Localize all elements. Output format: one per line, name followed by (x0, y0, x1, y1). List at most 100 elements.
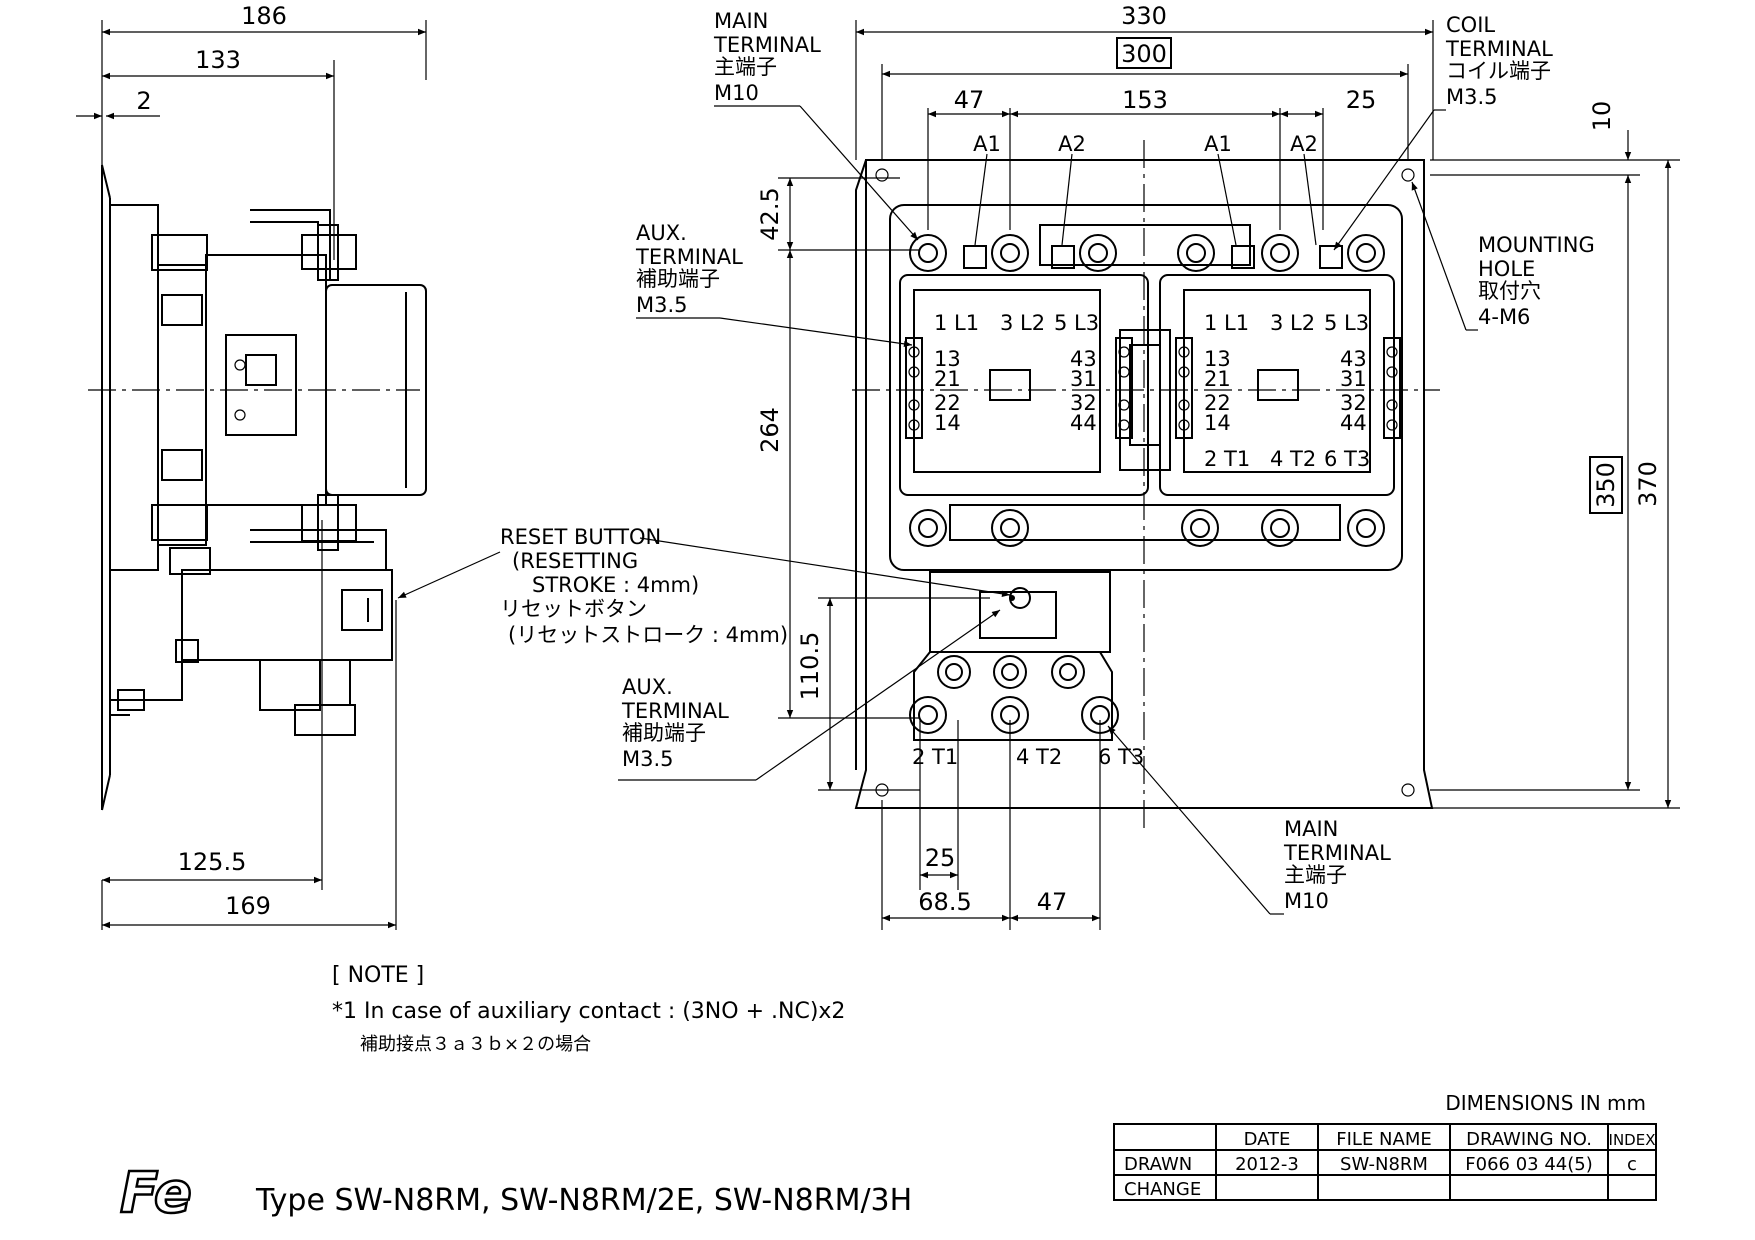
svg-text:MAIN: MAIN (714, 9, 768, 33)
mark-l3: 5 L3 (1324, 311, 1369, 335)
mark-t2: 4 T2 (1016, 745, 1062, 769)
logo-text: Fe (120, 1161, 192, 1226)
fuji-logo: Fe (119, 1160, 193, 1228)
mark-aux-21: 21 (934, 367, 961, 391)
mounting-hole (1401, 783, 1415, 797)
header-file-name: FILE NAME (1336, 1129, 1431, 1150)
label-a2: A2 (1058, 132, 1086, 156)
mark-aux-32: 32 (1070, 391, 1097, 415)
svg-text:TERMINAL: TERMINAL (713, 33, 821, 57)
dim-front-350: 350 (1592, 462, 1620, 508)
row-drawn-date: 2012-3 (1235, 1154, 1299, 1175)
svg-text:HOLE: HOLE (1478, 257, 1535, 281)
dim-front-110-5: 110.5 (796, 632, 824, 701)
dim-front-153: 153 (1122, 86, 1168, 114)
svg-text:M3.5: M3.5 (1446, 85, 1498, 109)
mark-l1: 1 L1 (1204, 311, 1249, 335)
row-drawn-index: c (1627, 1154, 1637, 1175)
dim-front-264: 264 (756, 407, 784, 453)
svg-text:(リセットストローク : 4mm): (リセットストローク : 4mm) (508, 623, 788, 647)
mark-aux-13: 13 (1204, 347, 1231, 371)
header-date: DATE (1244, 1129, 1291, 1150)
svg-text:TERMINAL: TERMINAL (1445, 37, 1553, 61)
row-drawn-drawing-no: F066 03 44(5) (1465, 1154, 1592, 1175)
dim-front-68-5: 68.5 (918, 888, 971, 916)
mark-aux-22: 22 (1204, 391, 1231, 415)
aux-terminal-strips (905, 337, 1401, 439)
front-view: 330 300 47 153 25 10 350 370 42.5 264 11… (756, 2, 1680, 930)
callout-reset-button: RESET BUTTON (RESETTING STROKE : 4mm) リセ… (397, 525, 1011, 647)
mark-aux-14: 14 (934, 411, 961, 435)
header-index: INDEX (1609, 1131, 1656, 1149)
svg-text:主端子: 主端子 (1284, 863, 1347, 887)
dim-front-300-box (1116, 37, 1172, 69)
svg-text:コイル端子: コイル端子 (1446, 59, 1551, 83)
mark-l3: 5 L3 (1054, 311, 1099, 335)
mark-l1: 1 L1 (934, 311, 979, 335)
row-drawn-file-name: SW-N8RM (1340, 1154, 1428, 1175)
mounting-hole (1401, 168, 1415, 182)
svg-text:MOUNTING: MOUNTING (1478, 233, 1595, 257)
mark-l2: 3 L2 (1270, 311, 1315, 335)
product-type: Type SW-N8RM, SW-N8RM/2E, SW-N8RM/3H (255, 1183, 912, 1218)
svg-text:(RESETTING: (RESETTING (512, 549, 638, 573)
dim-front-42-5: 42.5 (756, 187, 784, 240)
svg-text:4-M6: 4-M6 (1478, 305, 1530, 329)
callout-aux-terminal-bottom: AUX. TERMINAL 補助端子 M3.5 (618, 609, 1001, 781)
mounting-hole (875, 168, 889, 182)
svg-text:M3.5: M3.5 (636, 293, 688, 317)
dim-front-370: 370 (1634, 461, 1662, 507)
dim-front-300: 300 (1121, 40, 1167, 68)
label-a1: A1 (1204, 132, 1232, 156)
svg-text:RESET BUTTON: RESET BUTTON (500, 525, 661, 549)
svg-text:TERMINAL: TERMINAL (621, 699, 729, 723)
callout-main-terminal-bottom: MAIN TERMINAL 主端子 M10 (1107, 725, 1391, 915)
dim-front-47-bottom: 47 (1037, 888, 1068, 916)
svg-text:M10: M10 (1284, 889, 1329, 913)
mark-aux-31: 31 (1340, 367, 1367, 391)
side-view: 186 133 2 125.5 169 (76, 2, 427, 930)
svg-text:COIL: COIL (1446, 13, 1495, 37)
callout-main-terminal-top: MAIN TERMINAL 主端子 M10 (713, 9, 919, 241)
note-line-2: 補助接点３ａ３ｂ×２の場合 (360, 1034, 591, 1055)
mark-t1: 2 T1 (912, 745, 958, 769)
mark-t3: 6 T3 (1098, 745, 1144, 769)
mark-l2: 3 L2 (1000, 311, 1045, 335)
svg-text:M10: M10 (714, 81, 759, 105)
callout-coil-terminal: COIL TERMINAL コイル端子 M3.5 (1333, 13, 1553, 251)
overload-relay (909, 571, 1119, 741)
mark-aux-22: 22 (934, 391, 961, 415)
row-change-label: CHANGE (1124, 1179, 1201, 1200)
mark-aux-31: 31 (1070, 367, 1097, 391)
mark-t3: 6 T3 (1324, 447, 1370, 471)
dim-front-350-box (1589, 456, 1623, 514)
dim-front-25-bottom: 25 (925, 844, 956, 872)
svg-text:MAIN: MAIN (1284, 817, 1338, 841)
mark-aux-14: 14 (1204, 411, 1231, 435)
svg-text:補助端子: 補助端子 (622, 721, 706, 745)
dim-front-10: 10 (1588, 101, 1616, 132)
svg-text:TERMINAL: TERMINAL (1283, 841, 1391, 865)
dim-side-169: 169 (225, 892, 271, 920)
svg-text:補助端子: 補助端子 (636, 267, 720, 291)
mark-aux-13: 13 (934, 347, 961, 371)
dim-side-125-5: 125.5 (178, 848, 247, 876)
mark-aux-43: 43 (1070, 347, 1097, 371)
svg-text:AUX.: AUX. (622, 675, 673, 699)
label-a2: A2 (1290, 132, 1318, 156)
title-block: DIMENSIONS IN mm DATE FILE NAME DRAWING … (1113, 1091, 1657, 1201)
dim-front-47-top: 47 (954, 86, 985, 114)
mounting-hole (875, 783, 889, 797)
svg-text:取付穴: 取付穴 (1478, 279, 1541, 303)
note-heading: [ NOTE ] (332, 963, 424, 988)
svg-text:主端子: 主端子 (714, 55, 777, 79)
mark-aux-43: 43 (1340, 347, 1367, 371)
mark-t2: 4 T2 (1270, 447, 1316, 471)
dim-side-2: 2 (136, 87, 151, 115)
mark-aux-44: 44 (1340, 411, 1367, 435)
mark-aux-21: 21 (1204, 367, 1231, 391)
dim-front-330: 330 (1121, 2, 1167, 30)
mark-aux-44: 44 (1070, 411, 1097, 435)
svg-text:TERMINAL: TERMINAL (635, 245, 743, 269)
